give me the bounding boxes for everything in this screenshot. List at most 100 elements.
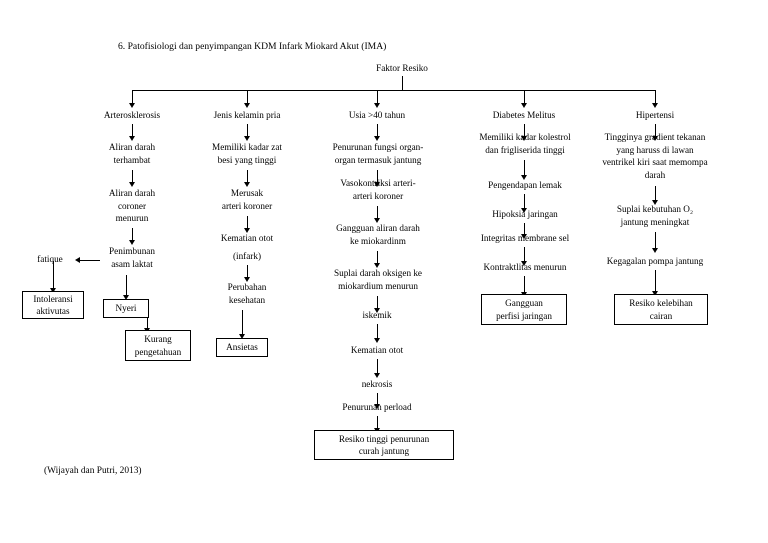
c3-conn-5 xyxy=(377,324,378,340)
c2-conn-0 xyxy=(247,124,248,137)
c1-arrow-fatique-down xyxy=(50,288,56,293)
c3-conn-3 xyxy=(377,251,378,264)
column-5-header: Hipertensi xyxy=(635,110,675,120)
column-1-node-1: Aliran darah terhambat xyxy=(108,142,156,165)
column-2-box-1: Kurang pengetahuan xyxy=(125,330,191,361)
c2-arrow-4 xyxy=(239,334,245,339)
c4-arrow-1 xyxy=(521,175,527,180)
column-2-header: Jenis kelamin pria xyxy=(213,110,281,120)
column-2-box-2: Ansietas xyxy=(216,338,268,357)
c3-conn-1 xyxy=(377,170,378,183)
connector-root-down xyxy=(402,76,403,90)
column-1-box-1: Intoleransi aktivutas xyxy=(22,291,84,319)
c4-conn-0 xyxy=(524,124,525,137)
c3-arrow-3 xyxy=(374,263,380,268)
c2-arrow-0 xyxy=(244,136,250,141)
c4-conn-1 xyxy=(524,160,525,177)
connector-bus xyxy=(132,90,655,91)
column-4-node-5: Kontraktlitas menurun xyxy=(483,262,567,272)
connector-drop-4 xyxy=(524,90,525,104)
c4-arrow-0 xyxy=(521,136,527,141)
column-1-header: Arterosklerosis xyxy=(103,110,161,120)
c1-conn-1 xyxy=(132,170,133,183)
column-5-node-2: Suplai kebutuhan O₂ jantung meningkat xyxy=(616,204,694,227)
c1-conn-4 xyxy=(147,318,148,330)
column-4-node-4: Integritas membrane sel xyxy=(480,233,570,243)
column-4-header: Diabetes Melitus xyxy=(492,110,556,120)
c4-conn-3 xyxy=(524,223,525,236)
c2-arrow-1 xyxy=(244,182,250,187)
column-2-node-5: Perubahan kesehatan xyxy=(227,282,267,305)
c2-arrow-3 xyxy=(244,277,250,282)
column-3-node-1: Penurunan fungsi organ- organ termasuk j… xyxy=(332,142,424,165)
c4-conn-2 xyxy=(524,194,525,210)
c2-conn-2 xyxy=(247,216,248,229)
c5-conn-3 xyxy=(655,270,656,293)
c3-conn-8 xyxy=(377,416,378,430)
connector-drop-3 xyxy=(377,90,378,104)
column-3-header: Usia >40 tahun xyxy=(348,110,406,120)
column-2-node-3: Kematian otot xyxy=(220,233,274,243)
c5-conn-0 xyxy=(655,124,656,137)
c4-arrow-2 xyxy=(521,208,527,213)
c5-arrow-3 xyxy=(652,291,658,296)
column-2-node-2: Merusak arteri koroner xyxy=(221,188,273,211)
connector-drop-1 xyxy=(132,90,133,104)
c2-conn-4 xyxy=(242,310,243,336)
c3-arrow-5 xyxy=(374,338,380,343)
column-3-node-7: nekrosis xyxy=(361,379,393,389)
arrow-drop-5 xyxy=(652,103,658,108)
column-1-box-2: Nyeri xyxy=(103,299,149,318)
c5-arrow-1 xyxy=(652,200,658,205)
column-3-node-6: Kematian otot xyxy=(350,345,404,355)
column-3-node-3: Gangguan aliran darah ke miokardinm xyxy=(336,223,420,246)
c4-arrow-4 xyxy=(521,261,527,266)
arrow-drop-2 xyxy=(244,103,250,108)
c1-conn-fatique xyxy=(80,260,100,261)
column-1-node-3: Penimbunan asam laktat xyxy=(109,246,155,269)
column-2-node-4: (infark) xyxy=(232,251,262,261)
c1-arrow-2 xyxy=(129,240,135,245)
column-3-node-8: Penurunan perload xyxy=(342,402,412,412)
c3-conn-6 xyxy=(377,359,378,375)
arrow-drop-4 xyxy=(521,103,527,108)
column-4-node-3: Hipoksia jaringan xyxy=(492,209,558,219)
c3-conn-4 xyxy=(377,296,378,309)
arrow-drop-1 xyxy=(129,103,135,108)
c1-arrow-0 xyxy=(129,136,135,141)
c4-conn-5 xyxy=(524,276,525,294)
c2-conn-3 xyxy=(247,265,248,278)
column-3-box-1: Resiko tinggi penurunan curah jantung xyxy=(314,430,454,460)
c5-conn-2 xyxy=(655,232,656,250)
c1-conn-0 xyxy=(132,124,133,137)
c3-arrow-1 xyxy=(374,182,380,187)
c3-arrow-7 xyxy=(374,404,380,409)
column-3-node-5: iskemik xyxy=(362,310,392,320)
page-title: 6. Patofisiologi dan penyimpangan KDM In… xyxy=(118,41,387,52)
c1-arrow-fatique xyxy=(75,257,80,263)
column-5-node-1: Tingginya gradient tekanan yang haruss d… xyxy=(602,132,708,180)
c3-arrow-0 xyxy=(374,136,380,141)
arrow-drop-3 xyxy=(374,103,380,108)
c3-conn-2 xyxy=(377,206,378,219)
c1-conn-2 xyxy=(132,228,133,241)
c3-conn-0 xyxy=(377,124,378,137)
column-3-node-4: Suplai darah oksigen ke miokardium menur… xyxy=(333,268,423,291)
source-credit: (Wijayah dan Putri, 2013) xyxy=(44,466,142,476)
column-5-node-3: Kegagalan pompa jantung xyxy=(606,256,704,266)
c5-arrow-2 xyxy=(652,248,658,253)
column-3-node-2: Vasokontriksi arteri- arteri koroner xyxy=(340,178,416,201)
c5-conn-1 xyxy=(655,186,656,202)
column-5-box-1: Resiko kelebihan cairan xyxy=(614,294,708,325)
c1-arrow-1 xyxy=(129,182,135,187)
column-1-node-2: Aliran darah coroner menurun xyxy=(108,188,156,223)
c4-conn-4 xyxy=(524,247,525,263)
c1-conn-fatique-down xyxy=(53,261,54,290)
c4-arrow-3 xyxy=(521,234,527,239)
column-4-node-2: Pengendapan lemak xyxy=(488,180,562,190)
column-4-node-1: Memiliki kadar kolestrol dan frigliserid… xyxy=(479,132,571,155)
column-4-box-1: Gangguan perfisi jaringan xyxy=(481,294,567,325)
c3-arrow-6 xyxy=(374,373,380,378)
c3-conn-7 xyxy=(377,393,378,406)
connector-drop-2 xyxy=(247,90,248,104)
